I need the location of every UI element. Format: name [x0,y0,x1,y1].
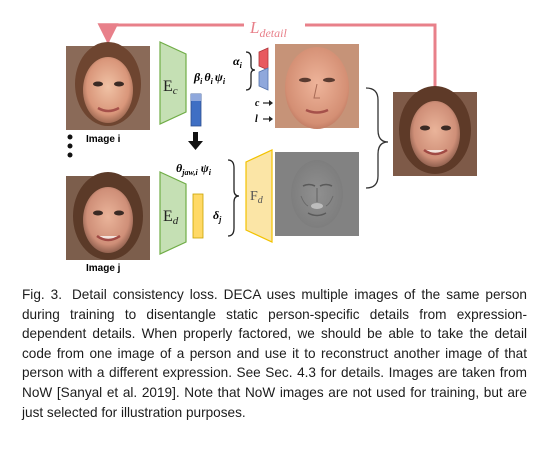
loss-arrow-right [305,23,437,90]
down-arrow [188,132,203,150]
light-label: l [255,114,258,125]
svg-text:Ed: Ed [163,208,179,227]
alpha-box [258,47,269,71]
camera-label: c [255,98,260,109]
ellipsis-dots [67,134,73,158]
caption-lead: Fig. 3. [22,287,62,302]
svg-text:Fd: Fd [250,189,264,206]
encoder-detail: Ed [159,171,187,255]
alpha-label: αi [233,54,243,70]
output-face [393,86,477,176]
beta-box [258,67,269,91]
detail-loss-arrows [97,23,437,90]
encoder-coarse: Ec [159,41,187,125]
image-j-label: Image j [86,263,121,274]
delta-label: δj [213,208,222,224]
decoder: Fd [245,149,273,243]
loss-label: Ldetail [249,18,287,40]
image-i [66,42,150,130]
caption-text: Detail consistency loss. DECA uses multi… [22,287,527,420]
loss-arrow-left [106,23,244,46]
image-j [66,172,150,260]
detail-code-box [192,193,204,239]
svg-text:Ec: Ec [163,78,178,97]
detail-displacement-map [275,152,359,236]
detail-brace [227,159,240,237]
output-brace [365,87,389,189]
figure-diagram: Ldetail Image i Image j Ec Ed [66,18,477,274]
image-i-label: Image i [86,134,121,145]
figure-caption: Fig. 3. Detail consistency loss. DECA us… [22,285,527,422]
rendered-coarse-face [275,44,359,129]
